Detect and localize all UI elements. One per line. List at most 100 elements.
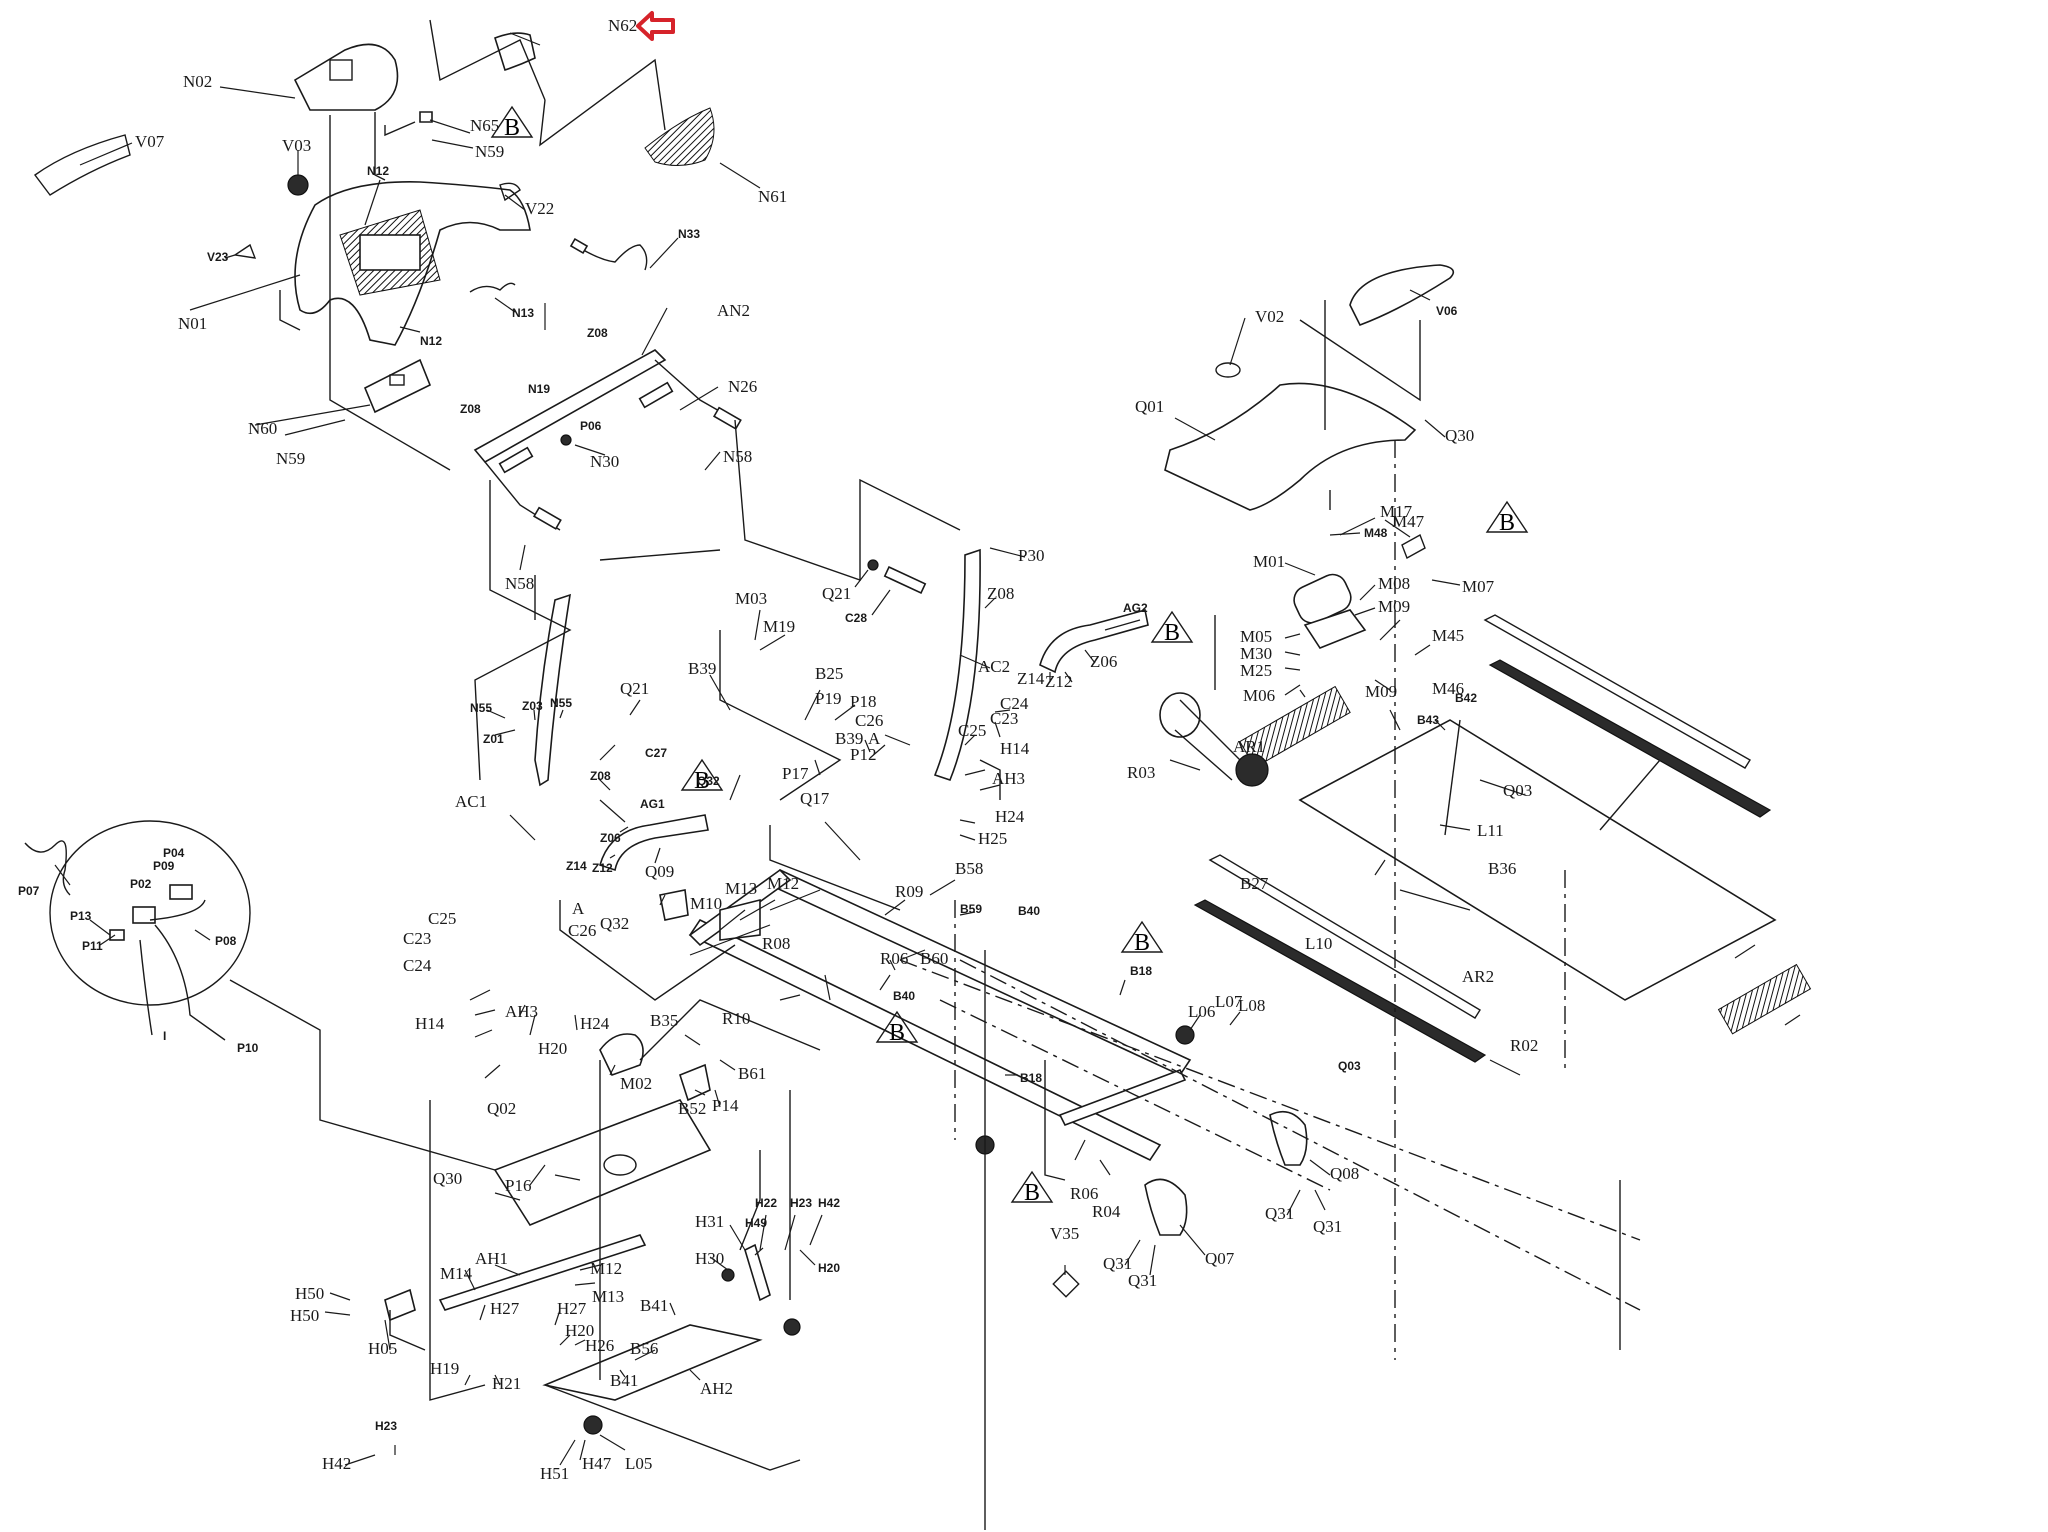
part-label: M02 — [620, 1074, 653, 1093]
part-label: C23 — [990, 709, 1019, 728]
bushing-n30 — [560, 434, 572, 446]
part-label: B56 — [630, 1339, 659, 1358]
part-label: C24 — [403, 956, 432, 975]
part-label: V07 — [135, 132, 165, 151]
lift-frame-ah2 — [542, 1324, 763, 1401]
part-label: Q07 — [1205, 1249, 1235, 1268]
label-v07 — [34, 134, 131, 196]
part-label: M01 — [1253, 552, 1286, 571]
cable-n13 — [469, 282, 516, 293]
revision-triangle: B — [1120, 920, 1164, 954]
part-label: Z08 — [987, 584, 1015, 603]
base-rail-left — [688, 918, 1162, 1162]
part-label: P16 — [505, 1176, 532, 1195]
part-label: B59 — [960, 902, 983, 916]
side-rail-bottom-trim — [1208, 854, 1481, 1019]
lift-motor-m02 — [599, 1033, 644, 1076]
part-label: M48 — [1364, 526, 1388, 540]
part-label: N19 — [528, 382, 551, 396]
part-label: P07 — [18, 884, 40, 898]
console-top-cover — [293, 43, 399, 111]
part-label: AH3 — [992, 769, 1026, 788]
part-label: C26 — [855, 711, 884, 730]
guide-lines — [229, 19, 1661, 1530]
console-key-n62 — [494, 32, 536, 72]
part-label: AR2 — [1462, 967, 1495, 986]
part-label: M12 — [767, 874, 800, 893]
part-label: B42 — [1455, 691, 1478, 705]
part-label: H14 — [415, 1014, 445, 1033]
part-label: AH1 — [475, 1249, 509, 1268]
part-label: B27 — [1240, 874, 1269, 893]
part-label: R06 — [880, 949, 909, 968]
logo-v02 — [1215, 362, 1241, 378]
part-label: M09 — [1365, 682, 1398, 701]
detail-circle — [49, 820, 251, 1006]
part-label: AG1 — [640, 797, 665, 811]
safety-key-clip — [569, 237, 589, 255]
console-assembly — [34, 32, 715, 414]
uprights — [534, 548, 1149, 872]
roller-pulley — [1235, 753, 1269, 787]
part-label: L05 — [625, 1454, 653, 1473]
motor-tray-q02 — [493, 1099, 712, 1226]
side-rail-top — [1488, 659, 1772, 818]
part-label: P13 — [70, 909, 92, 923]
svg-text:B: B — [1499, 510, 1515, 534]
v23-clip — [233, 243, 257, 259]
part-label: M17 — [1380, 502, 1413, 521]
part-label: AN2 — [717, 301, 751, 320]
circuit-breaker-p04 — [169, 884, 193, 900]
part-label: H47 — [582, 1454, 612, 1473]
revision-triangle: B — [680, 758, 724, 792]
part-label: B52 — [678, 1099, 707, 1118]
part-label: Q31 — [1128, 1271, 1158, 1290]
part-label: Z08 — [460, 402, 481, 416]
part-label: AG2 — [1123, 601, 1148, 615]
part-label: N12 — [367, 164, 390, 178]
part-label: N58 — [723, 447, 753, 466]
wire-p10 — [154, 924, 226, 1041]
part-label: H20 — [565, 1321, 595, 1340]
part-label: H27 — [557, 1299, 587, 1318]
revision-triangle: B — [1485, 500, 1529, 534]
part-label: P08 — [215, 934, 237, 948]
part-label: B40 — [893, 989, 916, 1003]
part-label: V23 — [207, 250, 229, 264]
part-label: B58 — [955, 859, 984, 878]
part-label: Q03 — [1503, 781, 1533, 800]
part-label: M30 — [1240, 644, 1273, 663]
part-label: H50 — [295, 1284, 325, 1303]
part-label: V03 — [282, 136, 312, 155]
handlebar-crossbar — [473, 349, 667, 464]
part-label: Z06 — [1090, 652, 1118, 671]
part-label: M08 — [1378, 574, 1411, 593]
handlebar-grip-left — [533, 506, 562, 530]
part-label: A — [572, 899, 585, 918]
part-label: R06 — [1070, 1184, 1099, 1203]
part-label: P02 — [130, 877, 152, 891]
part-label: M06 — [1243, 686, 1276, 705]
handlebar-grip-right — [713, 406, 742, 430]
part-label: V06 — [1436, 304, 1458, 318]
part-label: M25 — [1240, 661, 1273, 680]
revision-triangle: B — [1150, 610, 1194, 644]
leader-lines — [54, 32, 1801, 1466]
part-label: L06 — [1188, 1002, 1216, 1021]
upright-ac2 — [933, 548, 981, 781]
part-label: H20 — [538, 1039, 568, 1058]
part-label: V22 — [525, 199, 555, 218]
part-label: Q17 — [800, 789, 830, 808]
part-label: P09 — [153, 859, 175, 873]
part-label: Q21 — [822, 584, 852, 603]
part-label: P12 — [850, 745, 877, 764]
part-label: N33 — [678, 227, 701, 241]
part-label: C26 — [568, 921, 597, 940]
wheel-l05 — [583, 1415, 603, 1435]
part-label: P17 — [782, 764, 809, 783]
part-label: L07 — [1215, 992, 1243, 1011]
upright-ac1 — [534, 593, 571, 787]
svg-text:B: B — [1134, 930, 1150, 954]
part-label: R09 — [895, 882, 924, 901]
